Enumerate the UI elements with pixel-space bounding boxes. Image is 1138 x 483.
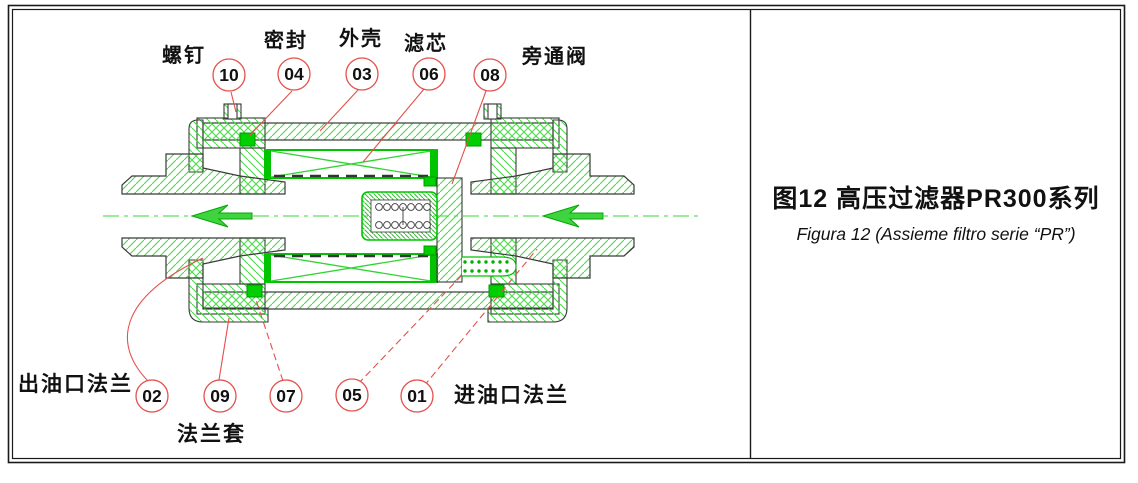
- callout-circle-08: [473, 58, 507, 92]
- caption-panel: 图12 高压过滤器PR300系列 Figura 12 (Assieme filt…: [751, 9, 1121, 459]
- bypass-spring: [375, 203, 431, 229]
- leader-line-06: [362, 88, 425, 163]
- callout-circle-05: [335, 378, 369, 412]
- leader-line-03: [319, 89, 359, 132]
- label-outlet-flange: 出油口法兰: [18, 373, 133, 396]
- filter-element: [264, 149, 438, 283]
- flow-arrow-left-icon: [190, 204, 253, 228]
- leader-line-01: [423, 248, 538, 387]
- callout-circle-07: [269, 379, 303, 413]
- leader-line-02: [126, 257, 204, 383]
- flow-arrow-right-icon: [541, 204, 604, 228]
- leader-line-05: [357, 274, 463, 385]
- drawing-frame: [7, 4, 1126, 464]
- outlet-flange: [121, 153, 286, 279]
- frame-outer-border: [7, 4, 1126, 464]
- seals: [239, 132, 505, 298]
- leader-line-08: [451, 90, 487, 185]
- callout-number-04: 04: [284, 64, 304, 84]
- label-seal: 密封: [264, 30, 308, 52]
- frame-inner-border: [11, 8, 1122, 460]
- callout-number-09: 09: [210, 386, 230, 406]
- screws: [223, 103, 502, 120]
- leader-line-09: [218, 317, 230, 381]
- label-shell: 外壳: [339, 28, 383, 50]
- callout-number-07: 07: [276, 386, 295, 406]
- figure-title: 图12 高压过滤器PR300系列: [772, 185, 1100, 213]
- callout-balloons: 10 04 03 06 08 02 09 07 05 01: [135, 57, 507, 413]
- label-filter-element: 滤芯: [404, 33, 448, 55]
- callout-number-06: 06: [419, 64, 439, 84]
- callout-circle-02: [135, 379, 169, 413]
- figure-caption: Figura 12 (Assieme filtro serie “PR”): [796, 224, 1076, 244]
- callout-number-03: 03: [352, 64, 372, 84]
- callout-number-10: 10: [219, 65, 239, 85]
- leader-line-10: [230, 91, 237, 113]
- callout-circle-06: [412, 57, 446, 91]
- callout-leader-lines: [126, 88, 538, 387]
- label-flange-sleeve: 法兰套: [177, 423, 246, 446]
- callout-number-08: 08: [480, 65, 500, 85]
- callout-number-05: 05: [342, 385, 362, 405]
- inlet-flange: [470, 153, 635, 279]
- label-bypass-valve: 旁通阀: [522, 46, 588, 68]
- callout-circle-01: [400, 379, 434, 413]
- callout-number-02: 02: [142, 386, 162, 406]
- leader-line-04: [249, 90, 293, 136]
- bypass-valve: [361, 177, 517, 283]
- callout-circle-10: [212, 58, 246, 92]
- callout-circle-03: [345, 57, 379, 91]
- bypass-return-spring: [462, 256, 517, 277]
- label-screw: 螺钉: [162, 45, 206, 67]
- leader-line-07: [254, 296, 284, 382]
- callout-circle-04: [277, 57, 311, 91]
- label-inlet-flange: 进油口法兰: [454, 384, 569, 407]
- flow-arrows: [190, 204, 604, 228]
- callout-number-01: 01: [407, 386, 427, 406]
- callout-circle-09: [203, 379, 237, 413]
